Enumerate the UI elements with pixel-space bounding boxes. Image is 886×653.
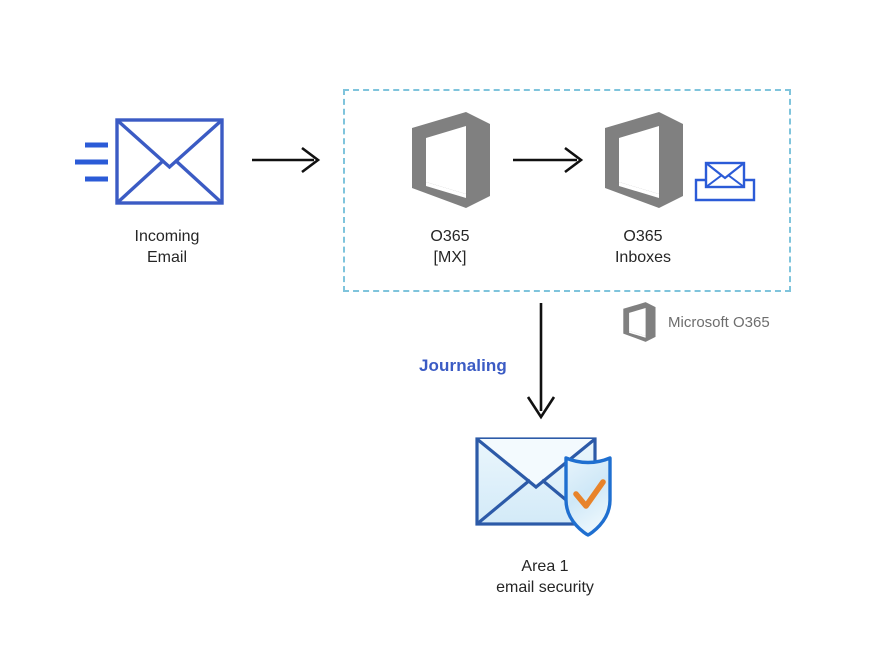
motion-lines-icon	[75, 142, 108, 182]
legend-label: Microsoft O365	[668, 314, 770, 331]
area1-email-security-label: Area 1 email security	[496, 558, 594, 596]
incoming-email-node	[72, 112, 232, 217]
edge-inboxes-to-area1-arrow	[522, 303, 560, 423]
o365-mx-label: O365 [MX]	[430, 228, 470, 266]
o365-inboxes-node	[597, 110, 689, 210]
o365-boundary-group	[343, 89, 791, 292]
edge-mx-to-inboxes-arrow	[513, 144, 587, 176]
office-365-logo-icon	[605, 112, 683, 208]
o365-inboxes-label: O365 Inboxes	[614, 228, 672, 266]
edge-incoming-to-mx-arrow	[252, 144, 324, 176]
office-365-logo-icon	[412, 112, 490, 208]
area1-email-security-node	[470, 430, 635, 548]
shield-check-icon	[564, 456, 612, 537]
o365-mx-node	[404, 110, 496, 210]
inbox-tray-envelope-icon	[694, 160, 756, 204]
incoming-email-label: Incoming Email	[134, 228, 200, 266]
journaling-edge-label: Journaling	[419, 356, 507, 375]
envelope-icon	[115, 118, 224, 205]
legend-office-365-logo-icon	[620, 301, 658, 343]
